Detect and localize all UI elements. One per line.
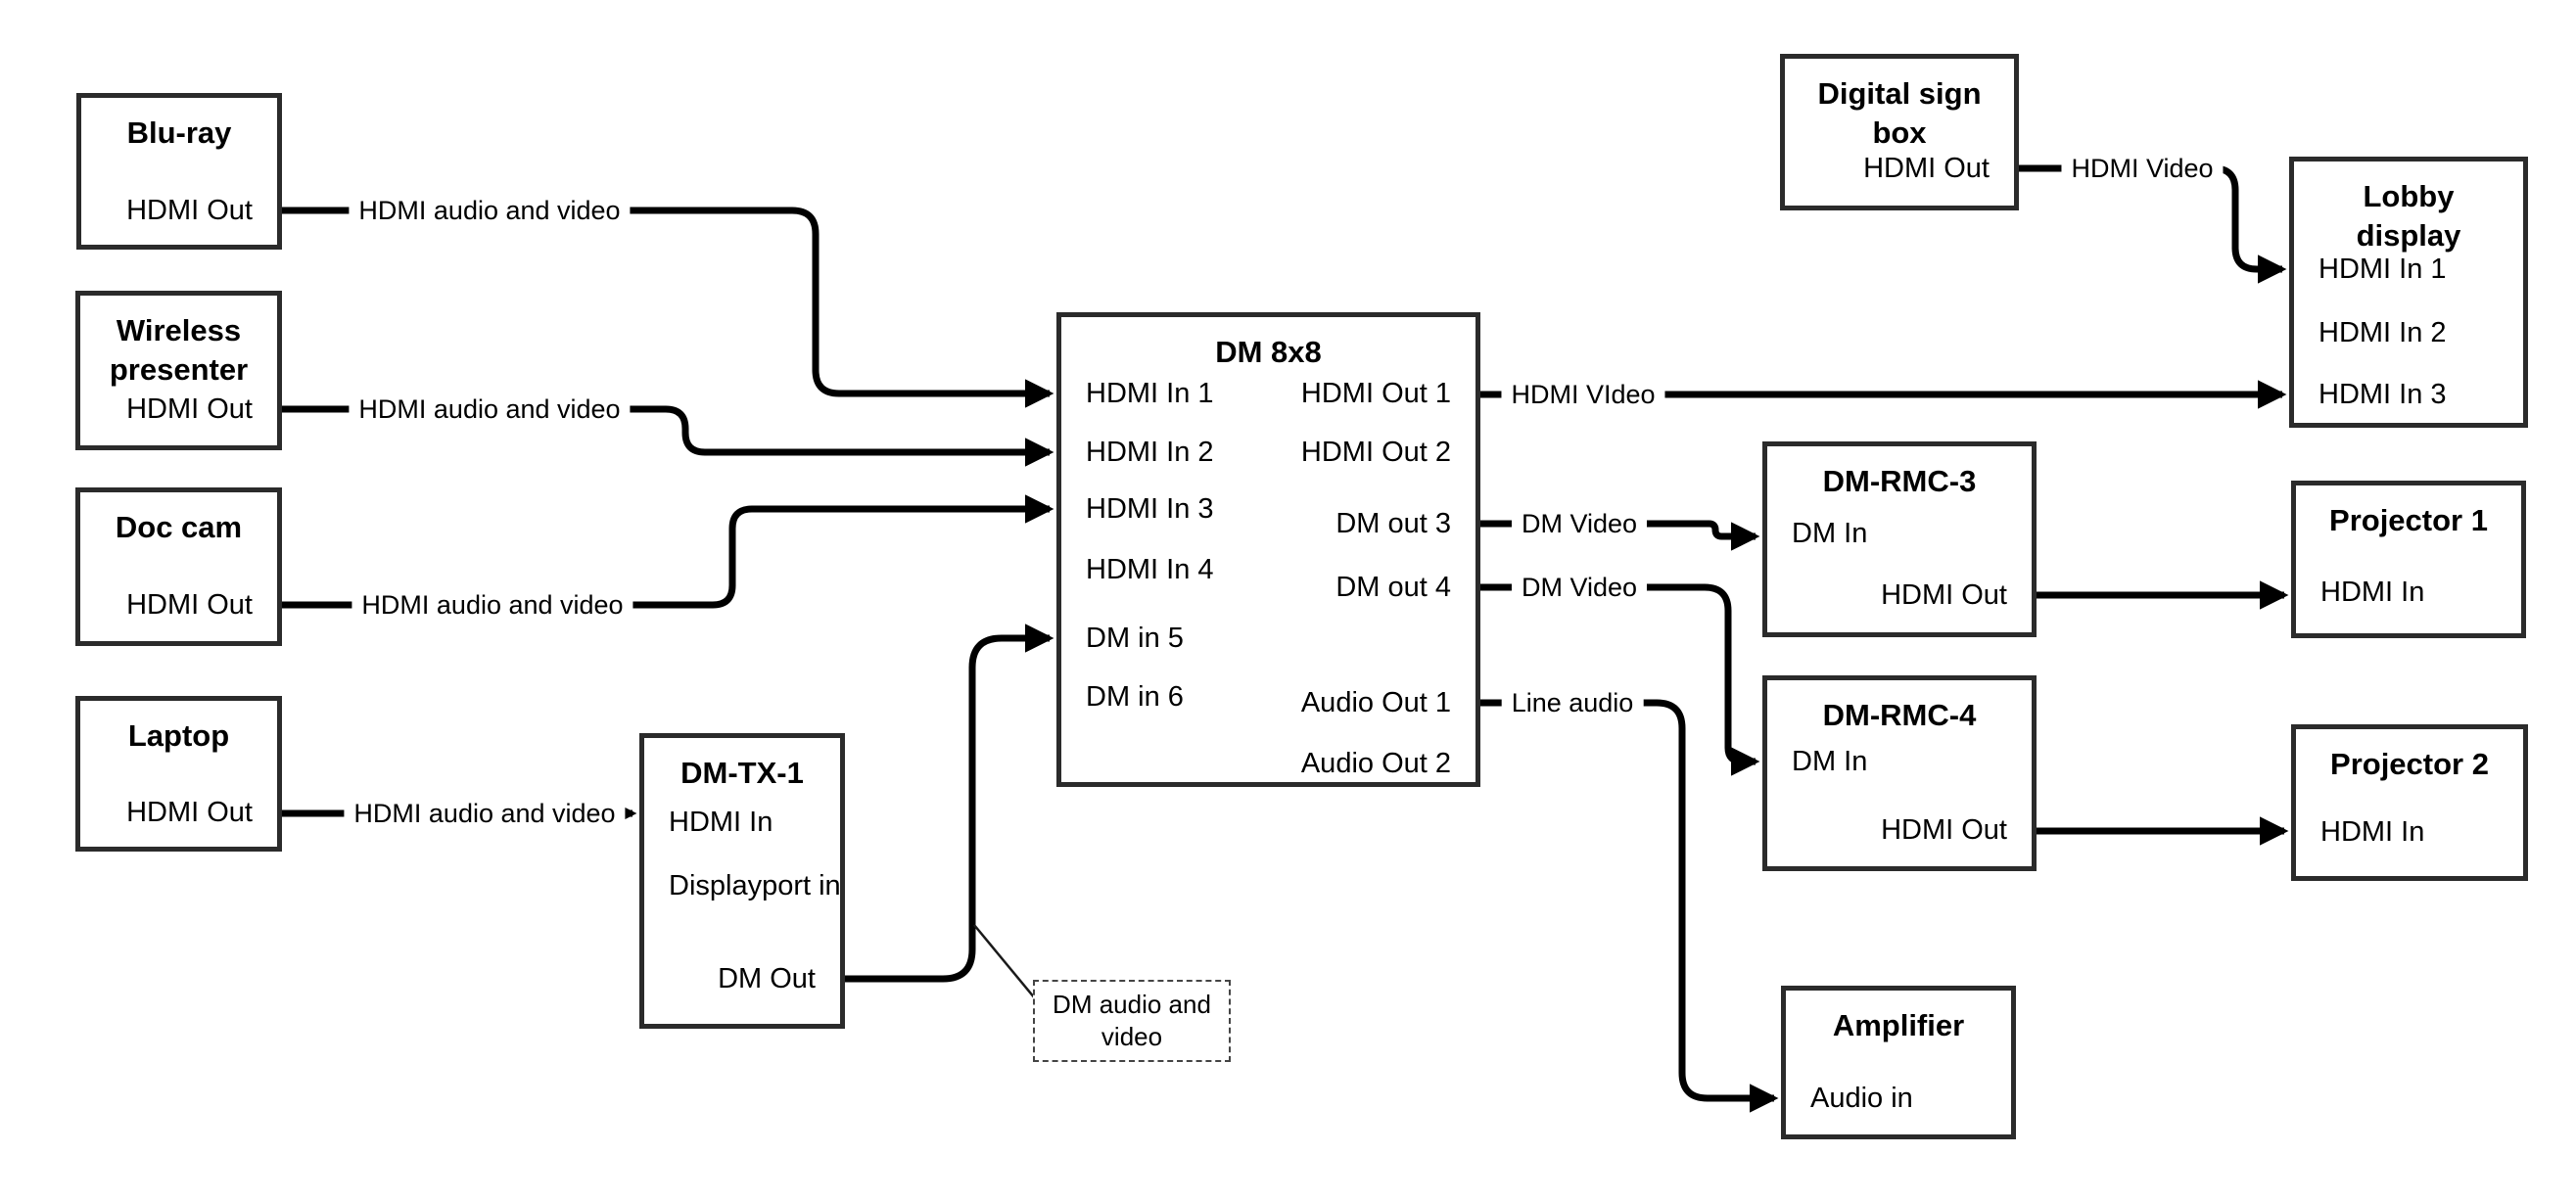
- node-title-wireless-presenter: Wireless presenter: [80, 296, 277, 390]
- node-title-line: Projector 2: [2330, 747, 2489, 781]
- edge-label-dm-out-3-to-rmc3: DM Video: [1511, 508, 1648, 539]
- port-dm-tx-1-dm-out: DM Out: [718, 963, 816, 994]
- edge-label-dm-out-4-to-rmc4: DM Video: [1511, 572, 1648, 603]
- edge-dm-out-3-to-rmc3: [1480, 520, 1760, 551]
- edge-label-laptop-to-dmtx1: HDMI audio and video: [344, 798, 626, 829]
- node-title-line: DM-RMC-3: [1822, 464, 1977, 498]
- node-title-line: DM 8x8: [1215, 335, 1322, 369]
- port-lobby-display-hdmi-in-2: HDMI In 2: [2318, 317, 2447, 348]
- port-dm-8x8-dm-out-3: DM out 3: [1335, 508, 1451, 539]
- note-text: DM audio and video: [1053, 990, 1211, 1051]
- port-lobby-display-hdmi-in-3: HDMI In 3: [2318, 379, 2447, 410]
- edge-label-wireless-to-hdmi-in-2: HDMI audio and video: [349, 393, 631, 425]
- node-title-line: DM-TX-1: [680, 756, 804, 790]
- node-projector-1: Projector 1 HDMI In: [2291, 481, 2526, 638]
- node-title-line: Amplifier: [1832, 1008, 1965, 1042]
- port-dm-8x8-dm-out-4: DM out 4: [1335, 572, 1451, 603]
- port-blu-ray-hdmi-out: HDMI Out: [126, 195, 253, 226]
- port-dm-tx-1-displayport-in: Displayport in: [669, 870, 841, 901]
- node-title-lobby-display: Lobby display: [2294, 162, 2523, 255]
- port-dm-8x8-audio-out-1: Audio Out 1: [1300, 687, 1451, 718]
- port-dm-8x8-hdmi-out-2: HDMI Out 2: [1300, 437, 1451, 468]
- port-wireless-presenter-hdmi-out: HDMI Out: [126, 393, 253, 425]
- node-projector-2: Projector 2 HDMI In: [2291, 724, 2528, 881]
- node-title-line: Blu-ray: [126, 115, 232, 150]
- port-dm-8x8-hdmi-in-3: HDMI In 3: [1086, 493, 1214, 525]
- port-amplifier-audio-in: Audio in: [1810, 1083, 1913, 1114]
- node-title-line: presenter: [109, 352, 249, 387]
- note-dm-audio-and-video: DM audio and video: [1033, 980, 1231, 1062]
- edge-audio-out-1-to-amp: [1480, 699, 1779, 1113]
- node-title-line: DM-RMC-4: [1822, 698, 1977, 732]
- node-title-laptop: Laptop: [80, 701, 277, 756]
- port-dm-tx-1-hdmi-in: HDMI In: [669, 807, 773, 838]
- port-projector-1-hdmi-in: HDMI In: [2320, 577, 2425, 608]
- node-title-line: Wireless: [116, 313, 242, 347]
- node-title-line: Laptop: [127, 718, 230, 753]
- edge-label-audio-out-1-to-amp: Line audio: [1501, 687, 1644, 718]
- port-doc-cam-hdmi-out: HDMI Out: [126, 589, 253, 621]
- port-dm-8x8-hdmi-in-1: HDMI In 1: [1086, 378, 1214, 409]
- node-title-blu-ray: Blu-ray: [81, 98, 277, 153]
- port-dm-rmc-3-hdmi-out: HDMI Out: [1881, 579, 2007, 611]
- port-projector-2-hdmi-in: HDMI In: [2320, 816, 2425, 848]
- node-title-dm-8x8: DM 8x8: [1061, 317, 1475, 372]
- edge-label-bluray-to-hdmi-in-1: HDMI audio and video: [349, 195, 631, 226]
- node-dm-rmc-3: DM-RMC-3 DM In HDMI Out: [1762, 441, 2037, 637]
- port-dm-rmc-3-dm-in: DM In: [1792, 518, 1868, 549]
- port-digital-sign-box-hdmi-out: HDMI Out: [1863, 153, 1990, 184]
- node-title-dm-tx-1: DM-TX-1: [644, 738, 840, 793]
- node-title-line: Lobby: [2363, 179, 2455, 213]
- port-dm-8x8-hdmi-in-4: HDMI In 4: [1086, 554, 1214, 585]
- edge-dmtx1-to-dm-in-5: [845, 624, 1054, 983]
- node-title-dm-rmc-4: DM-RMC-4: [1767, 680, 2032, 735]
- port-laptop-hdmi-out: HDMI Out: [126, 797, 253, 828]
- node-dm-rmc-4: DM-RMC-4 DM In HDMI Out: [1762, 675, 2037, 871]
- node-title-line: Digital sign: [1817, 76, 1982, 111]
- node-title-digital-sign-box: Digital sign box: [1785, 59, 2014, 153]
- node-title-doc-cam: Doc cam: [80, 492, 277, 547]
- node-title-dm-rmc-3: DM-RMC-3: [1767, 446, 2032, 501]
- node-title-line: display: [2356, 218, 2461, 253]
- node-title-line: Projector 1: [2329, 503, 2488, 537]
- note-leader-line: [973, 924, 1036, 999]
- port-dm-8x8-dm-in-6: DM in 6: [1086, 681, 1184, 713]
- port-dm-rmc-4-dm-in: DM In: [1792, 746, 1868, 777]
- edge-bluray-to-hdmi-in-1: [282, 207, 1054, 408]
- edge-doccam-to-hdmi-in-3: [282, 494, 1054, 609]
- edge-label-digital-sign-to-lobby: HDMI Video: [2061, 153, 2224, 184]
- node-title-line: Doc cam: [115, 510, 243, 544]
- port-dm-rmc-4-hdmi-out: HDMI Out: [1881, 814, 2007, 846]
- node-title-line: box: [1872, 115, 1927, 150]
- edge-label-hdmi-out-1-to-lobby: HDMI VIdeo: [1501, 379, 1665, 410]
- port-dm-8x8-hdmi-in-2: HDMI In 2: [1086, 437, 1214, 468]
- port-dm-8x8-dm-in-5: DM in 5: [1086, 623, 1184, 654]
- node-title-amplifier: Amplifier: [1786, 991, 2011, 1045]
- edge-label-doccam-to-hdmi-in-3: HDMI audio and video: [351, 589, 633, 621]
- port-lobby-display-hdmi-in-1: HDMI In 1: [2318, 254, 2447, 285]
- node-title-projector-1: Projector 1: [2296, 485, 2521, 540]
- port-dm-8x8-hdmi-out-1: HDMI Out 1: [1300, 378, 1451, 409]
- edge-dm-out-4-to-rmc4: [1480, 583, 1760, 776]
- edge-wireless-to-hdmi-in-2: [282, 405, 1054, 467]
- port-dm-8x8-audio-out-2: Audio Out 2: [1300, 748, 1451, 779]
- node-title-projector-2: Projector 2: [2296, 729, 2523, 784]
